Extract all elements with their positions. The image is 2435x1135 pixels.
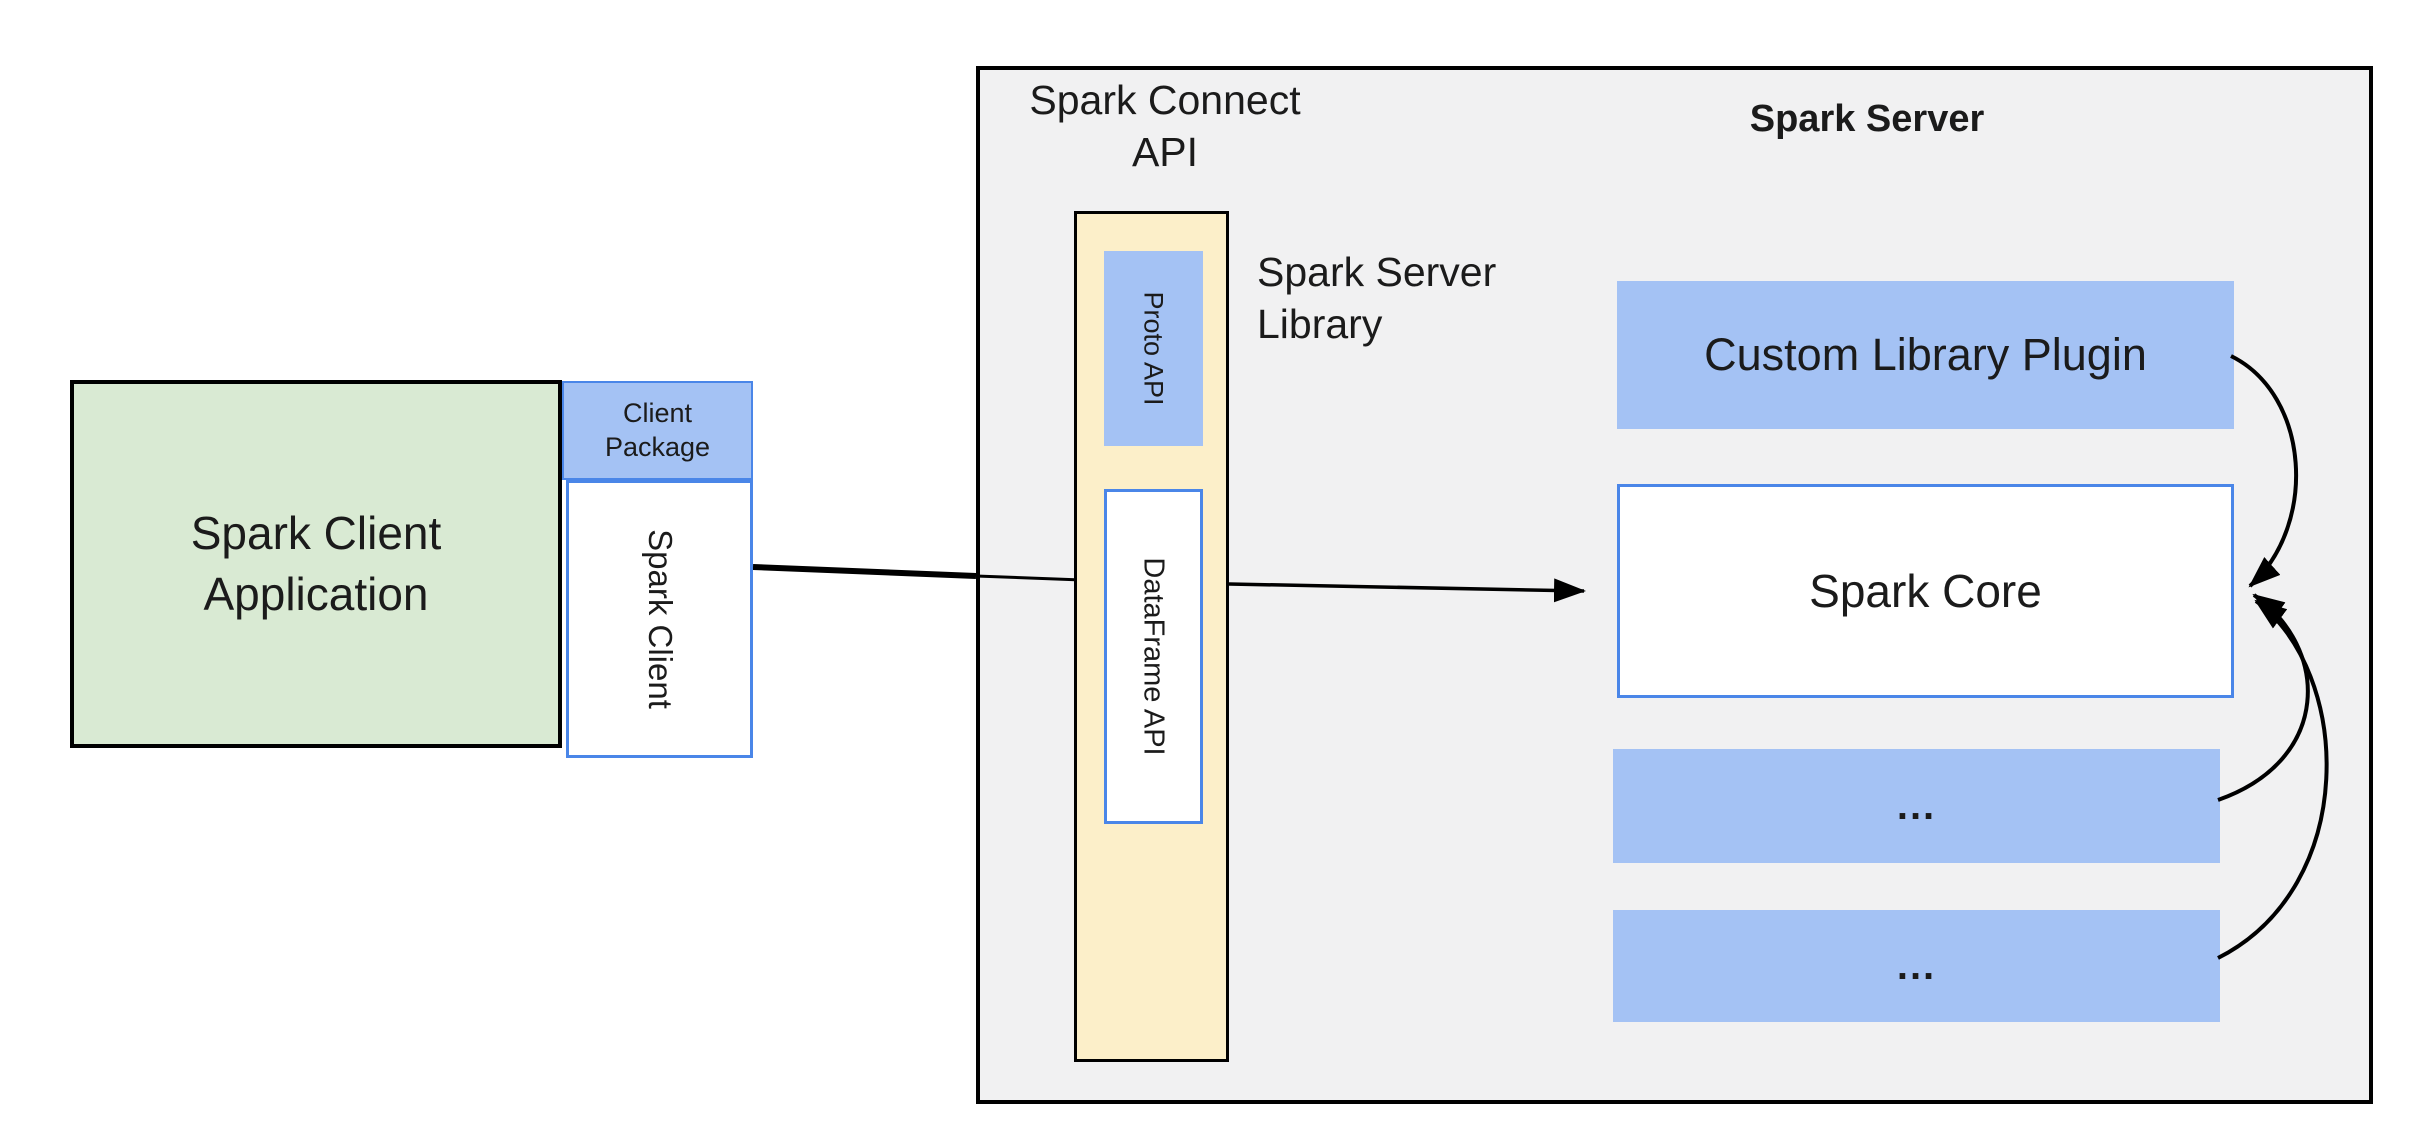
spark-connect-api-label: Spark Connect API bbox=[1029, 77, 1301, 176]
proto-api-label: Proto API bbox=[1139, 291, 1170, 406]
proto-api-box: Proto API bbox=[1104, 251, 1203, 446]
spark-server-library-label: Spark Server Library bbox=[1257, 249, 1497, 348]
plugin-slot-2-label: ... bbox=[1896, 943, 1937, 988]
client-package-box: Client Package bbox=[562, 381, 753, 480]
spark-client-label: Spark Client bbox=[641, 529, 679, 709]
spark-client-application-label: Spark Client Application bbox=[190, 507, 442, 620]
spark-core-label: Spark Core bbox=[1809, 565, 2042, 617]
custom-library-plugin-box: Custom Library Plugin bbox=[1617, 281, 2234, 429]
custom-library-plugin-label: Custom Library Plugin bbox=[1704, 329, 2147, 380]
spark-server-title: Spark Server bbox=[1749, 98, 1985, 140]
spark-client-application-box: Spark Client Application bbox=[70, 380, 562, 748]
client-package-label: Client Package bbox=[604, 397, 711, 462]
spark-client-box: Spark Client bbox=[566, 480, 753, 758]
spark-core-box: Spark Core bbox=[1617, 484, 2234, 698]
plugin-slot-1-box: ... bbox=[1613, 749, 2220, 863]
dataframe-api-label: DataFrame API bbox=[1138, 557, 1170, 756]
plugin-slot-1-label: ... bbox=[1896, 783, 1937, 828]
dataframe-api-box: DataFrame API bbox=[1104, 489, 1203, 824]
plugin-slot-2-box: ... bbox=[1613, 910, 2220, 1022]
